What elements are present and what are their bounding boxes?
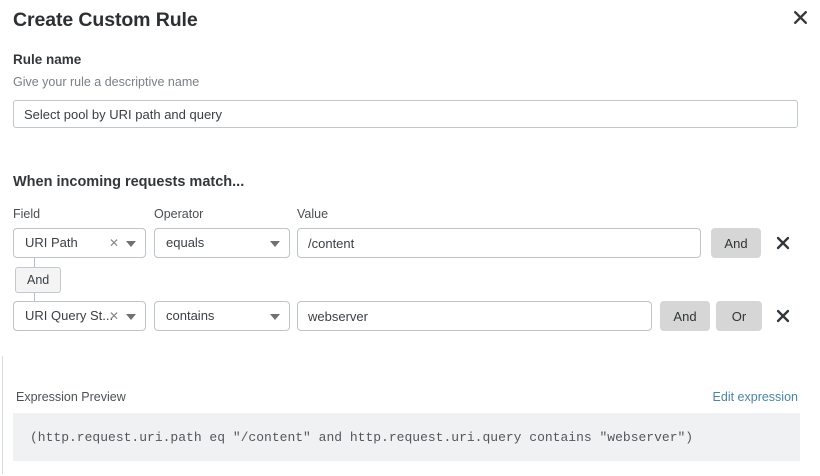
- chevron-down-icon: [270, 241, 280, 247]
- value-input[interactable]: [297, 301, 652, 331]
- page-title: Create Custom Rule: [13, 9, 198, 31]
- chevron-down-icon: [126, 314, 136, 320]
- rule-name-input[interactable]: [13, 100, 798, 128]
- operator-select-value: equals: [166, 235, 205, 250]
- operator-select[interactable]: contains: [154, 301, 290, 331]
- connector-line-bottom: [34, 293, 35, 302]
- rule-name-help-text: Give your rule a descriptive name: [13, 75, 200, 89]
- field-select[interactable]: URI Path ✕: [13, 228, 146, 258]
- connector-or-button[interactable]: Or: [716, 301, 762, 331]
- column-header-value: Value: [297, 207, 329, 221]
- clear-icon[interactable]: ✕: [108, 309, 119, 323]
- card-left-edge: [2, 356, 3, 474]
- clear-icon[interactable]: ✕: [108, 236, 119, 250]
- connector-and-button[interactable]: And: [660, 301, 710, 331]
- delete-row-icon[interactable]: [774, 234, 792, 252]
- field-select-value: URI Query St...: [25, 308, 114, 323]
- condition-row: URI Query St... ✕ contains And Or: [0, 301, 820, 331]
- connector-line-top: [34, 258, 35, 267]
- group-connector: And: [15, 258, 135, 302]
- expression-preview-code: (http.request.uri.path eq "/content" and…: [30, 429, 694, 445]
- operator-select[interactable]: equals: [154, 228, 290, 258]
- group-connector-badge[interactable]: And: [15, 267, 62, 293]
- delete-row-icon-glyph: [776, 309, 790, 323]
- expression-preview-label: Expression Preview: [16, 390, 126, 404]
- field-select-value: URI Path: [25, 235, 78, 250]
- condition-row: URI Path ✕ equals And: [0, 228, 820, 258]
- column-header-operator: Operator: [154, 207, 204, 221]
- close-icon-glyph: [793, 10, 807, 24]
- chevron-down-icon: [270, 314, 280, 320]
- chevron-down-icon: [126, 241, 136, 247]
- delete-row-icon[interactable]: [774, 307, 792, 325]
- expression-preview-code-block: (http.request.uri.path eq "/content" and…: [13, 413, 800, 461]
- column-header-field: Field: [13, 207, 41, 221]
- value-input[interactable]: [297, 228, 701, 258]
- rule-name-label: Rule name: [13, 52, 82, 67]
- operator-select-value: contains: [166, 308, 215, 323]
- match-section-heading: When incoming requests match...: [13, 174, 245, 190]
- close-icon[interactable]: [789, 6, 811, 28]
- edit-expression-link[interactable]: Edit expression: [712, 390, 798, 404]
- field-select[interactable]: URI Query St... ✕: [13, 301, 146, 331]
- delete-row-icon-glyph: [776, 236, 790, 250]
- connector-and-button[interactable]: And: [711, 228, 761, 258]
